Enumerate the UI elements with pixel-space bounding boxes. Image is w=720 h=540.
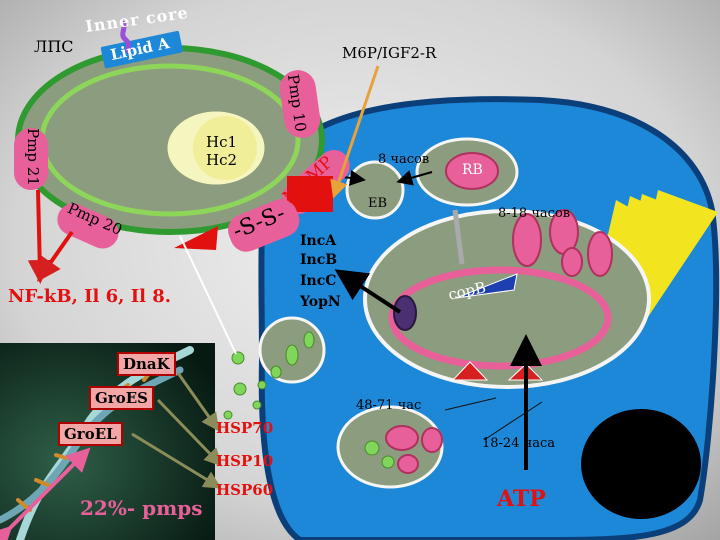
yopn-vesicle	[393, 295, 417, 331]
lipid-a-molecule	[100, 30, 183, 69]
lps-label: ЛПС	[34, 37, 74, 56]
nucleoid	[193, 116, 257, 180]
yopn-label: YopN	[300, 294, 341, 310]
surface-triangle	[174, 226, 218, 250]
hc2-label: Hc2	[206, 151, 238, 169]
pmp21-protein	[14, 128, 48, 190]
inc-c-label: IncC	[300, 273, 337, 289]
hsp60-label: HSP60	[216, 481, 274, 499]
time-8h-label: 8 часов	[378, 152, 430, 167]
atp-label: ATP	[497, 486, 546, 512]
dnak-box: DnaK	[117, 352, 176, 376]
time-48-71h-label: 48-71 час	[356, 398, 422, 413]
receptor-binding-block	[287, 176, 333, 212]
rb-cluster	[512, 209, 613, 277]
rb-label: RB	[462, 162, 483, 178]
yopn-arrow	[334, 269, 402, 314]
pmps-percent-label: 22%- pmps	[80, 496, 203, 520]
host-nucleus	[581, 409, 701, 519]
time-18-24h-label: 18-24 часа	[482, 436, 555, 451]
inc-a-label: IncA	[300, 233, 337, 249]
pmp21-label: Pmp 21	[23, 128, 42, 186]
eb-label: EB	[368, 196, 388, 211]
groes-box: GroES	[89, 386, 154, 410]
disulfide-tile	[228, 199, 300, 252]
copb-marker	[455, 273, 518, 299]
pmp20-protein	[57, 203, 119, 249]
inner-core-link	[119, 20, 132, 55]
hsp10-label: HSP10	[216, 452, 274, 470]
inclusion-membrane-loop	[388, 266, 612, 370]
inc-b-label: IncB	[300, 252, 338, 268]
receptor-arrow	[330, 65, 380, 199]
hc1-label: Hc1	[206, 133, 238, 151]
cytokine-arrows	[27, 189, 74, 284]
hsp70-label: HSP70	[216, 419, 274, 437]
hsp-arrows	[131, 372, 223, 489]
pmp10-protein	[279, 70, 321, 138]
groel-box: GroEL	[58, 422, 123, 446]
rb-body	[445, 152, 499, 190]
receptor-label: M6P/IGF2-R	[342, 44, 437, 62]
cytokines-label: NF-kB, Il 6, Il 8.	[8, 286, 172, 307]
release-arrow	[179, 235, 237, 355]
time-8-18h-label: 8-18 часов	[498, 206, 571, 221]
